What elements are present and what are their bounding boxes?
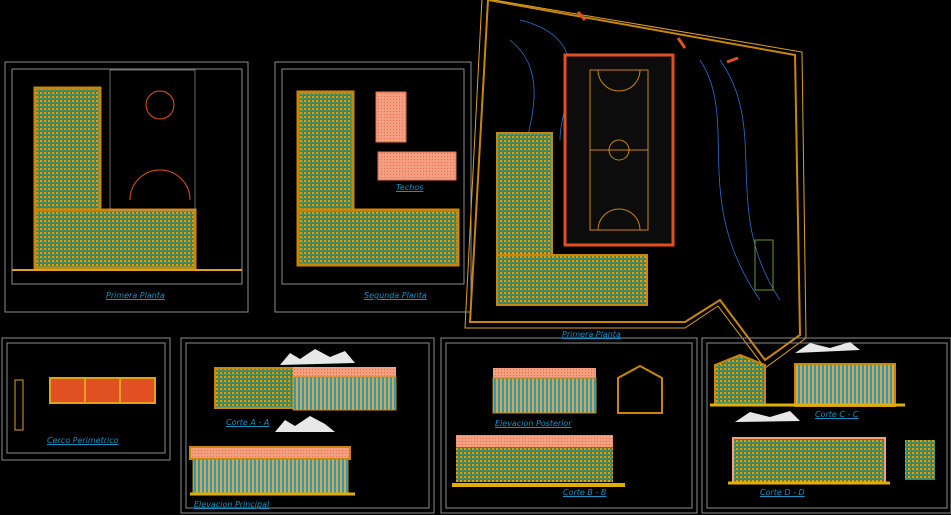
floor-plan-wing [33,208,197,270]
sheet-perimeter-fence [1,337,171,461]
section-dd-title: Corte D - D [760,488,805,497]
site-plan [464,0,807,369]
roofs-title: Techos [396,183,424,192]
rear-elevation-title: Elevacion Posterior [495,419,572,428]
section-bb-title: Corte B - B [563,488,607,497]
sheet-section-aa [180,337,435,514]
sheet-section-cc-dd [701,337,951,514]
main-elevation-title: Elevacion Principal [194,500,270,509]
section-cc-title: Corte C - C [815,410,859,419]
sheet-second-floor [274,61,472,313]
section-aa-title: Corte A - A [226,418,270,427]
roof-plan [375,91,407,143]
floor-plan-wing [33,86,102,215]
roof-plan [377,151,457,181]
sheet-section-bb [440,337,698,514]
second-floor-title: Segunda Planta [364,291,427,300]
sheet-first-floor [4,61,249,313]
site-plan-title: Primera Planta [562,330,621,339]
perimeter-fence-title: Cerco Perimetrico [47,436,119,445]
first-floor-title: Primera Planta [106,291,165,300]
